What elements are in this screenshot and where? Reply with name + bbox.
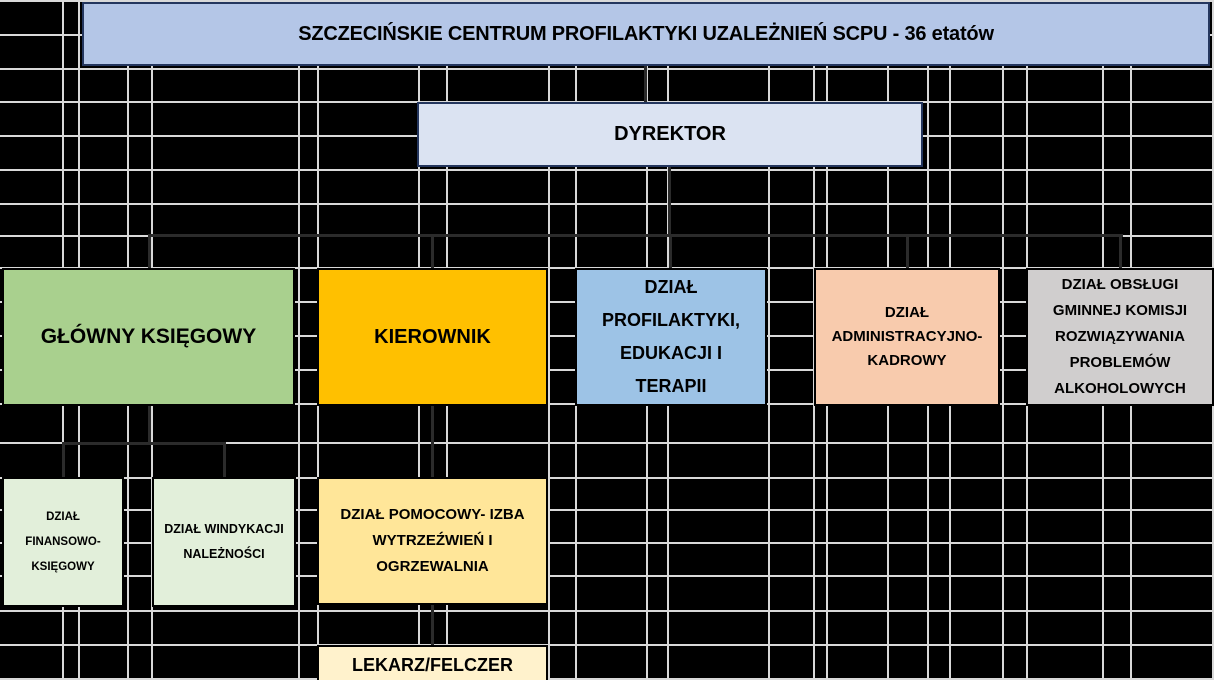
org-connector-line bbox=[148, 406, 151, 444]
org-node-kierownik: KIEROWNIK bbox=[317, 268, 548, 406]
grid-vertical-line bbox=[768, 0, 770, 680]
grid-horizontal-line bbox=[0, 169, 1214, 171]
grid-horizontal-line bbox=[0, 542, 1214, 544]
org-node-scpu-title: SZCZECIŃSKIE CENTRUM PROFILAKTYKI UZALEŻ… bbox=[82, 2, 1210, 66]
org-connector-line bbox=[148, 234, 1123, 237]
grid-horizontal-line bbox=[0, 678, 1214, 680]
org-connector-line bbox=[431, 235, 434, 271]
grid-horizontal-line bbox=[0, 575, 1214, 577]
org-connector-line bbox=[62, 443, 65, 479]
grid-horizontal-line bbox=[0, 477, 1214, 479]
org-node-lekarz-felczer: LEKARZ/FELCZER bbox=[317, 645, 548, 680]
org-connector-line bbox=[644, 66, 647, 104]
org-node-dzial-finansowo-ksiegowy: DZIAŁ FINANSOWO- KSIĘGOWY bbox=[2, 477, 124, 607]
org-node-dzial-profilaktyki: DZIAŁ PROFILAKTYKI, EDUKACJI I TERAPII bbox=[575, 268, 767, 406]
org-connector-line bbox=[148, 235, 151, 271]
grid-horizontal-line bbox=[0, 644, 1214, 646]
org-node-dzial-windykacji: DZIAŁ WINDYKACJI NALEŻNOŚCI bbox=[152, 477, 296, 607]
grid-horizontal-line bbox=[0, 610, 1214, 612]
org-connector-line bbox=[669, 235, 672, 271]
org-node-dzial-obslugi-gminnej-komisji: DZIAŁ OBSŁUGI GMINNEJ KOMISJI ROZWIĄZYWA… bbox=[1026, 268, 1214, 406]
grid-horizontal-line bbox=[0, 68, 1214, 70]
org-node-dzial-pomocowy: DZIAŁ POMOCOWY- IZBA WYTRZEŹWIEŃ I OGRZE… bbox=[317, 477, 548, 605]
org-connector-line bbox=[223, 443, 226, 479]
org-connector-line bbox=[1119, 235, 1122, 271]
grid-horizontal-line bbox=[0, 509, 1214, 511]
grid-vertical-line bbox=[548, 0, 550, 680]
grid-horizontal-line bbox=[0, 0, 1214, 2]
org-node-glowny-ksiegowy: GŁÓWNY KSIĘGOWY bbox=[2, 268, 295, 406]
org-connector-line bbox=[62, 442, 226, 445]
grid-vertical-line bbox=[1002, 0, 1004, 680]
org-connector-line bbox=[906, 235, 909, 271]
grid-horizontal-line bbox=[0, 203, 1214, 205]
org-connector-line bbox=[431, 605, 434, 647]
org-connector-line bbox=[668, 167, 671, 237]
org-node-dzial-administracyjno-kadrowy: DZIAŁ ADMINISTRACYJNO- KADROWY bbox=[814, 268, 1000, 406]
org-connector-line bbox=[431, 406, 434, 479]
grid-vertical-line bbox=[298, 0, 300, 680]
org-node-dyrektor: DYREKTOR bbox=[417, 102, 923, 167]
grid-horizontal-line bbox=[0, 442, 1214, 444]
